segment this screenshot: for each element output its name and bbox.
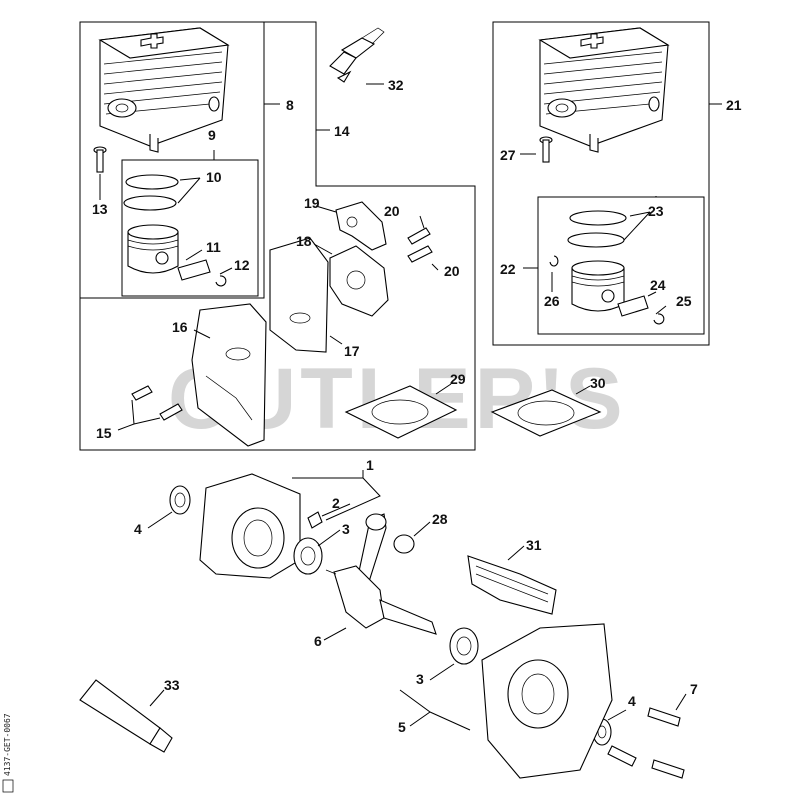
intake-flange-18	[329, 245, 389, 317]
callout-labels: 1 2 3 3 4 4 5 6 7 8 9 10 11 12 13 14 15 …	[92, 77, 742, 735]
bearing-3-right	[449, 627, 479, 665]
cylinder-left	[98, 27, 230, 153]
callout-5: 5	[398, 719, 406, 735]
callout-18: 18	[296, 233, 312, 249]
circlip-25	[653, 313, 665, 325]
needle-cage-28	[393, 534, 415, 554]
gasket-30	[490, 389, 602, 437]
cylinder-right	[538, 27, 670, 153]
callout-26: 26	[544, 293, 560, 309]
callout-24: 24	[650, 277, 666, 293]
callout-13: 13	[92, 201, 108, 217]
group-frame-21	[492, 21, 710, 346]
circlip-26	[549, 255, 559, 267]
callout-10: 10	[206, 169, 222, 185]
callout-8: 8	[286, 97, 294, 113]
callout-7: 7	[690, 681, 698, 697]
bearing-3-left	[293, 537, 323, 575]
grease-tube-33	[79, 679, 173, 753]
screw-27	[539, 136, 553, 163]
callout-21: 21	[726, 97, 742, 113]
group-frame-14	[79, 21, 476, 451]
callout-3-upper: 3	[342, 521, 350, 537]
group-frame-9	[121, 159, 259, 297]
callout-33: 33	[164, 677, 180, 693]
callout-4-right: 4	[628, 693, 636, 709]
dowel-pin-2	[307, 511, 323, 529]
callout-19: 19	[304, 195, 320, 211]
callout-29: 29	[450, 371, 466, 387]
group-frame-22	[537, 196, 705, 335]
callout-2: 2	[332, 495, 340, 511]
callout-16: 16	[172, 319, 188, 335]
callout-17: 17	[344, 343, 360, 359]
piston-rings-right	[567, 210, 627, 248]
gasket-16	[191, 303, 267, 447]
piston-rings-left	[123, 174, 179, 211]
gasket-17	[269, 237, 329, 353]
callout-3-lower: 3	[416, 671, 424, 687]
corner-mark	[2, 779, 14, 793]
diagram-code: 4137-GET-0067	[3, 713, 12, 776]
callout-32: 32	[388, 77, 404, 93]
callout-23: 23	[648, 203, 664, 219]
callout-12: 12	[234, 257, 250, 273]
group-frame-8	[79, 21, 265, 299]
callout-9: 9	[208, 127, 216, 143]
piston-right	[571, 260, 625, 312]
callout-14: 14	[334, 123, 350, 139]
screw-13	[93, 146, 107, 173]
callout-1: 1	[366, 457, 374, 473]
callout-20-upper: 20	[384, 203, 400, 219]
heat-shield-31	[467, 555, 557, 615]
screws-7	[607, 707, 685, 779]
crankcase-left	[199, 473, 301, 579]
callout-22: 22	[500, 261, 516, 277]
spark-plug	[329, 27, 385, 83]
callout-31: 31	[526, 537, 542, 553]
crankshaft	[325, 513, 437, 635]
callout-4-left: 4	[134, 521, 142, 537]
callout-28: 28	[432, 511, 448, 527]
callout-6: 6	[314, 633, 322, 649]
bracket-19	[335, 201, 387, 251]
circlip-12	[215, 275, 227, 287]
callout-27: 27	[500, 147, 516, 163]
piston-left	[127, 224, 179, 274]
callout-15: 15	[96, 425, 112, 441]
piston-pin-right	[617, 295, 649, 317]
piston-pin-left	[177, 259, 211, 281]
callout-30: 30	[590, 375, 606, 391]
screws-15	[131, 385, 183, 421]
crankcase-right	[481, 623, 613, 779]
callout-11: 11	[206, 239, 221, 255]
leader-lines	[99, 83, 722, 731]
callout-20-lower: 20	[444, 263, 460, 279]
gasket-29	[344, 385, 458, 439]
screws-20	[407, 227, 433, 263]
callout-25: 25	[676, 293, 692, 309]
seal-4-left	[169, 485, 191, 515]
